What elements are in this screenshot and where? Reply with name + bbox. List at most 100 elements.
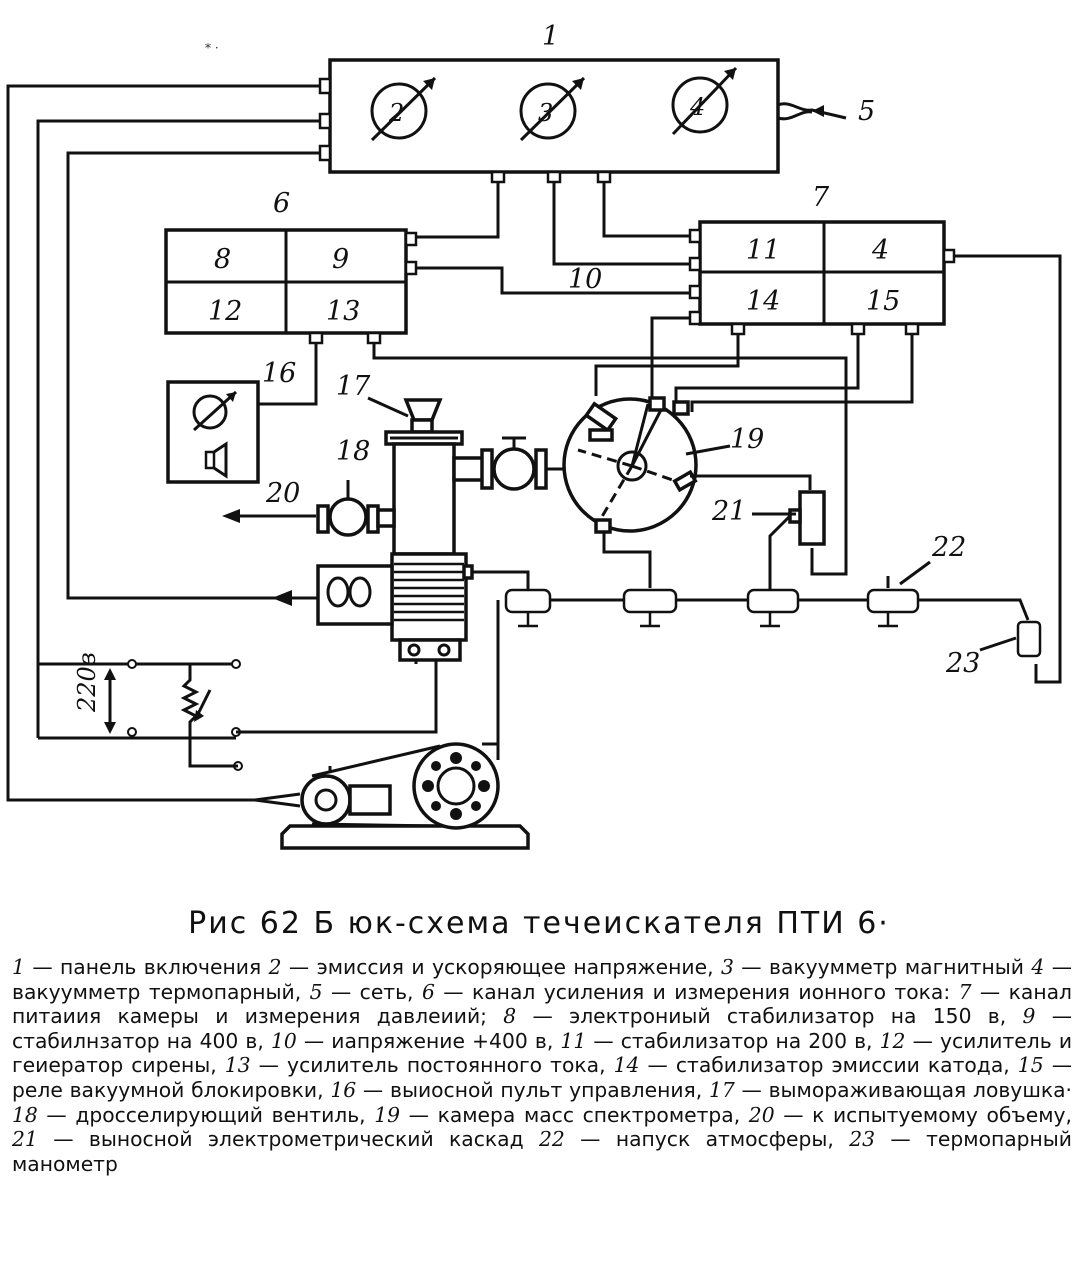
label-23: 23	[945, 648, 980, 679]
legend-number: 10	[270, 1028, 297, 1053]
legend-entry: 1 — панель включения	[12, 955, 269, 979]
meter-icon	[192, 390, 238, 432]
legend-number: 2	[268, 955, 282, 979]
label-14: 14	[746, 286, 780, 317]
label-10: 10	[568, 264, 602, 295]
legend-text: — дросселирующий вентиль,	[37, 1102, 375, 1127]
legend-number: 15	[1017, 1053, 1044, 1078]
legend-entry: 10 — иапряжение +400 в,	[271, 1029, 560, 1053]
cold-trap-17	[384, 398, 464, 556]
legend-text: — напуск атмосферы,	[564, 1127, 850, 1152]
legend-entry: 21 — выносной электрометрический каскад	[12, 1127, 539, 1151]
speaker-icon	[204, 441, 228, 479]
legend-text: — стабилнзатор на 400 в,	[12, 1004, 1072, 1053]
label-4: 4	[689, 93, 705, 121]
legend-number: 11	[560, 1028, 587, 1053]
legend-number: 14	[613, 1053, 640, 1078]
legend-entry: 2 — эмиссия и ускоряющее напряжение,	[269, 955, 721, 979]
legend-number: 18	[12, 1102, 38, 1127]
label-17: 17	[336, 371, 371, 402]
legend-text: — сеть,	[322, 979, 422, 1004]
label-3: 3	[538, 99, 553, 127]
arrow-to-volume-20	[222, 509, 316, 523]
fan-unit	[272, 564, 394, 626]
figure-legend: 1 — панель включения 2 — эмиссия и ускор…	[12, 955, 1072, 1176]
legend-entry: 22 — напуск атмосферы,	[539, 1127, 849, 1151]
wiring	[6, 84, 1062, 802]
legend-number: 19	[374, 1102, 401, 1127]
legend-number: 7	[958, 979, 972, 1004]
label-2: 2	[388, 99, 404, 127]
legend-text: — канал питаиия камеры и измерения давле…	[12, 979, 1072, 1029]
label-8: 8	[214, 244, 231, 275]
legend-number: 13	[224, 1053, 251, 1078]
legend-entry: 18 — дросселирующий вентиль,	[12, 1103, 374, 1127]
legend-entry: 23 — термопарный манометр	[12, 1127, 1072, 1176]
legend-text: — вымораживающая ловушка·	[734, 1077, 1072, 1102]
legend-number: 17	[708, 1077, 735, 1102]
legend-number: 20	[748, 1102, 775, 1127]
legend-entry: 13 — усилитель постоянного тока,	[225, 1053, 614, 1077]
electrometer-cascade-21	[690, 474, 826, 594]
chamber-valve	[452, 436, 566, 491]
legend-entry: 15 — реле вакуумной блокировки,	[12, 1053, 1072, 1102]
label-16: 16	[262, 358, 296, 389]
legend-entry: 12 — усилитель и геиератор сирены,	[12, 1029, 1072, 1078]
legend-text: — стабилизатор на 200 в,	[586, 1028, 880, 1053]
throttle-valve-18	[316, 480, 396, 537]
legend-entry: 5 — сеть,	[310, 980, 422, 1004]
diffusion-pump	[390, 552, 474, 662]
valve-nodes	[504, 588, 1042, 658]
legend-text: — панель включения	[24, 955, 269, 979]
legend-text: — камера масс спектрометра,	[400, 1102, 749, 1127]
legend-number: 22	[538, 1127, 565, 1152]
legend-entry: 20 — к испытуемому объему,	[749, 1103, 1072, 1127]
label-13: 13	[326, 296, 360, 327]
legend-text: — к испытуемому объему,	[774, 1102, 1072, 1127]
legend-entry: 4 — вакуумметр термопарный,	[12, 955, 1072, 1004]
label-5: 5	[858, 96, 875, 127]
gauge-3-icon	[519, 76, 586, 142]
legend-entry: 7 — канал питаиия камеры и измерения дав…	[12, 980, 1072, 1029]
legend-text: — вакуумметр магнитный	[733, 955, 1032, 979]
legend-text: — усилитель постоянного тока,	[250, 1053, 614, 1078]
legend-text: — иапряжение +400 в,	[296, 1028, 561, 1053]
fore-vacuum-pump	[254, 742, 530, 850]
label-19: 19	[730, 424, 764, 455]
legend-entry: 6 — канал усиления и измерения ионного т…	[422, 980, 959, 1004]
legend-number: 23	[849, 1127, 876, 1152]
label-1: 1	[542, 21, 559, 52]
label-22: 22	[931, 532, 966, 563]
legend-number: 16	[330, 1077, 357, 1102]
legend-entry: 14 — стабилизатор эмиссии катода,	[614, 1053, 1018, 1077]
legend-text: — выиосной пульт управления,	[356, 1077, 709, 1102]
label-220v: 220в	[73, 652, 101, 713]
legend-entry: 3 — вакуумметр магнитный	[721, 955, 1031, 979]
legend-text: — эмиссия и ускоряющее напряжение,	[281, 955, 721, 979]
legend-text: — вакуумметр термопарный,	[12, 955, 1072, 1004]
legend-entry: 11 — стабилизатор на 200 в,	[560, 1029, 879, 1053]
legend-number: 3	[720, 955, 734, 979]
label-12: 12	[208, 296, 242, 327]
legend-number: 4	[1031, 955, 1045, 979]
legend-number: 9	[1022, 1004, 1036, 1029]
block-diagram: 1 2 3 4 5 6 8 9 12 13 7 11 4 14 15	[6, 21, 1062, 850]
label-20: 20	[265, 478, 300, 509]
mains-input	[777, 102, 847, 121]
power-circuit	[38, 659, 438, 771]
legend-number: 1	[12, 955, 25, 979]
legend-text: — термопарный манометр	[12, 1127, 1072, 1176]
legend-entry: 17 — вымораживающая ловушка·	[709, 1078, 1072, 1102]
legend-entry: 19 — камера масс спектрометра,	[374, 1103, 749, 1127]
label-4b: 4	[871, 235, 889, 266]
label-11: 11	[746, 235, 780, 266]
legend-text: — выносной электрометрический каскад	[37, 1127, 539, 1152]
legend-text: — электрониый стабилизатор на 150 в,	[516, 1004, 1023, 1029]
legend-entry: 8 — электрониый стабилизатор на 150 в,	[503, 1004, 1022, 1028]
label-6: 6	[273, 188, 290, 219]
legend-number: 8	[503, 1004, 517, 1029]
mass-spectrometer-chamber-19	[562, 396, 698, 534]
legend-number: 6	[421, 979, 435, 1004]
legend-text: — усилитель и геиератор сирены,	[12, 1028, 1072, 1078]
legend-text: — канал усиления и измерения ионного ток…	[434, 979, 959, 1004]
